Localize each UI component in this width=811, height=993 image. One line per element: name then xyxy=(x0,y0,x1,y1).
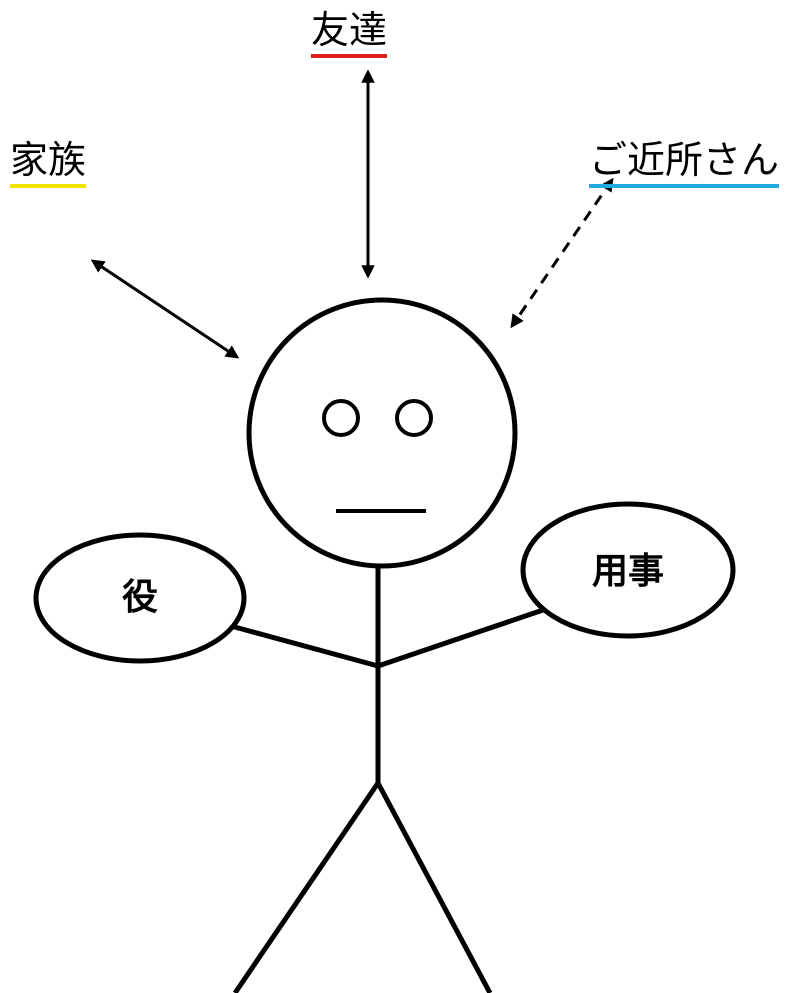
family-arrow xyxy=(90,259,240,359)
right-arm xyxy=(377,606,547,669)
neighbors-arrow xyxy=(510,177,614,329)
role-bubble xyxy=(33,532,247,664)
right-leg xyxy=(375,781,493,993)
neighbors-label: ご近所さん xyxy=(589,138,780,188)
right-eye xyxy=(395,399,433,437)
friends-label: 友達 xyxy=(311,8,388,58)
left-eye xyxy=(322,399,360,437)
left-arm xyxy=(230,623,379,669)
role-bubble-text: 役 xyxy=(121,577,158,618)
left-leg xyxy=(232,781,381,993)
head xyxy=(246,297,518,569)
family-label: 家族 xyxy=(10,138,87,188)
errand-bubble-text: 用事 xyxy=(591,551,664,592)
errand-bubble xyxy=(520,501,736,639)
